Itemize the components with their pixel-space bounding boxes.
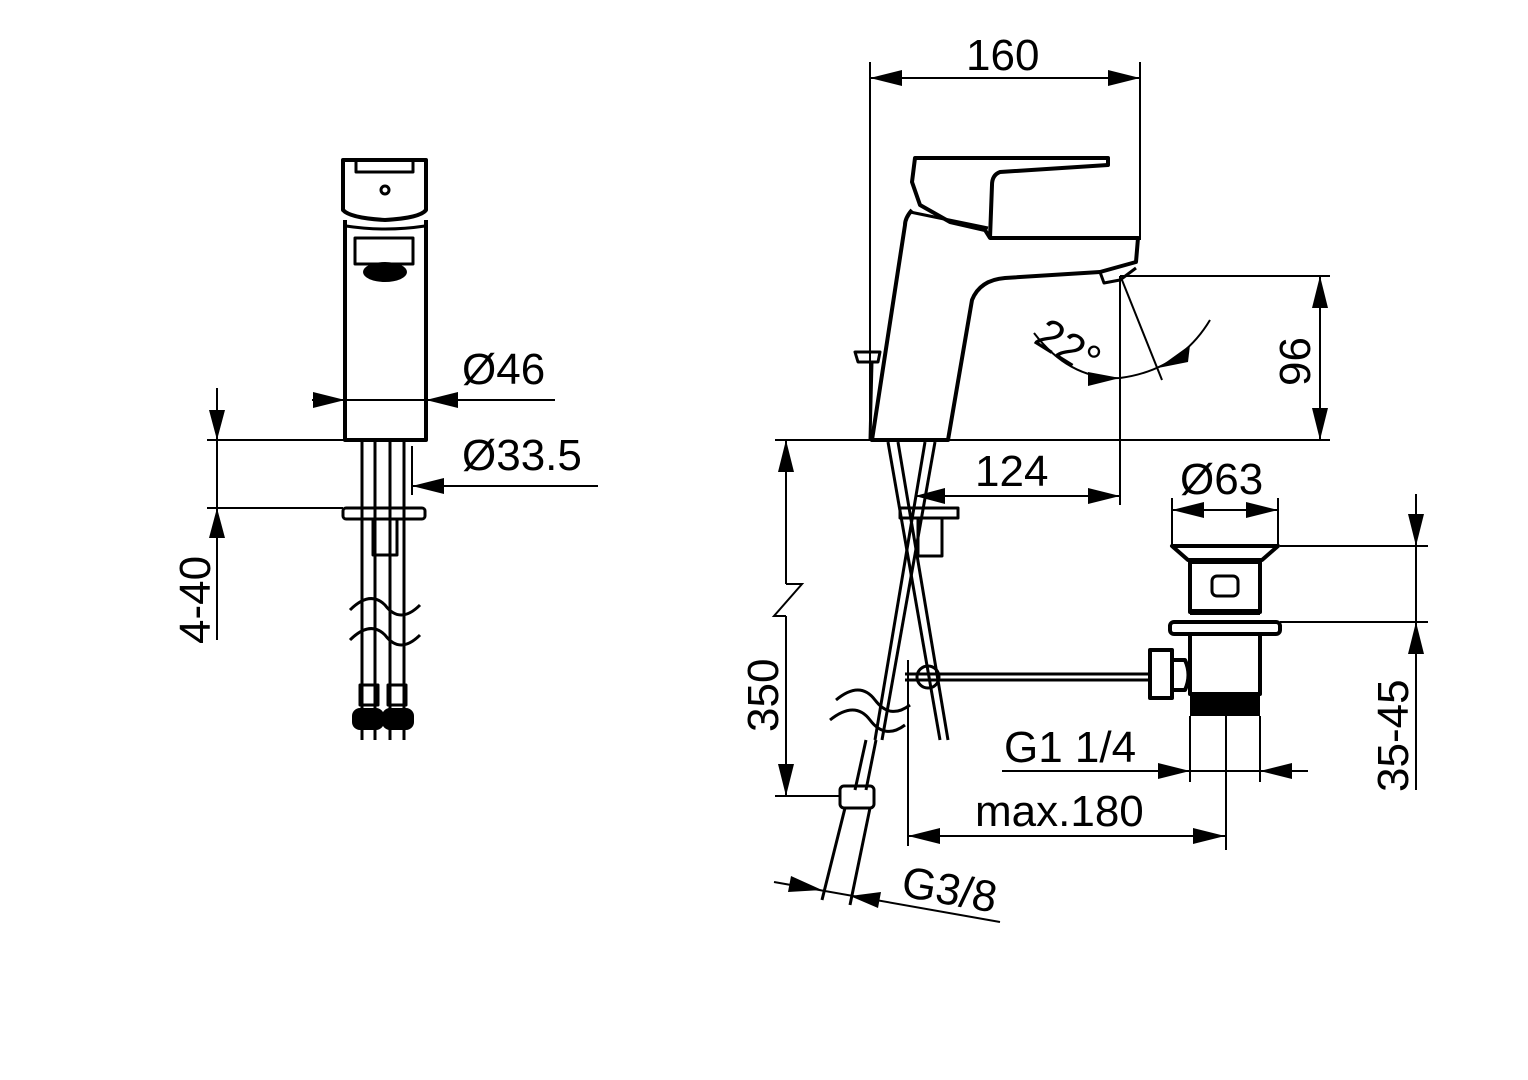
waste-flange: [1168, 620, 1282, 636]
plug-body: [1188, 560, 1262, 614]
waste-thread: [1190, 694, 1260, 716]
aerator-side: [1098, 266, 1137, 285]
plug-diameter-label: Ø63: [1180, 455, 1263, 504]
indicator-dot-icon: [379, 184, 391, 196]
overall-depth-label: 160: [966, 31, 1039, 80]
basin-thickness-label: 35-45: [1369, 679, 1418, 792]
handle-front: [341, 158, 428, 222]
plug-head: [1170, 544, 1280, 562]
waste-clearance-label: max.180: [975, 787, 1144, 836]
aerator-icon: [363, 262, 407, 282]
fixing-plate: [341, 506, 427, 521]
waste-thread-label: G1 1/4: [1004, 723, 1136, 772]
body-diameter-label: Ø46: [462, 345, 545, 394]
waste-view: Ø63 35-45 G1 1/4: [1002, 455, 1428, 850]
hose-thread-label: G3/8: [898, 858, 1000, 923]
spout-reach-label: 124: [975, 447, 1048, 496]
body-side: [870, 208, 1140, 442]
body-front: [343, 220, 428, 442]
front-view: Ø46 Ø33.5 4-40: [171, 158, 598, 740]
spout-height-label: 96: [1271, 337, 1320, 386]
lever-side: [910, 156, 1110, 240]
deck-thickness-label: 4-40: [171, 556, 220, 644]
hose-length-label: 350: [739, 659, 788, 732]
shank-diameter-label: Ø33.5: [462, 431, 582, 480]
